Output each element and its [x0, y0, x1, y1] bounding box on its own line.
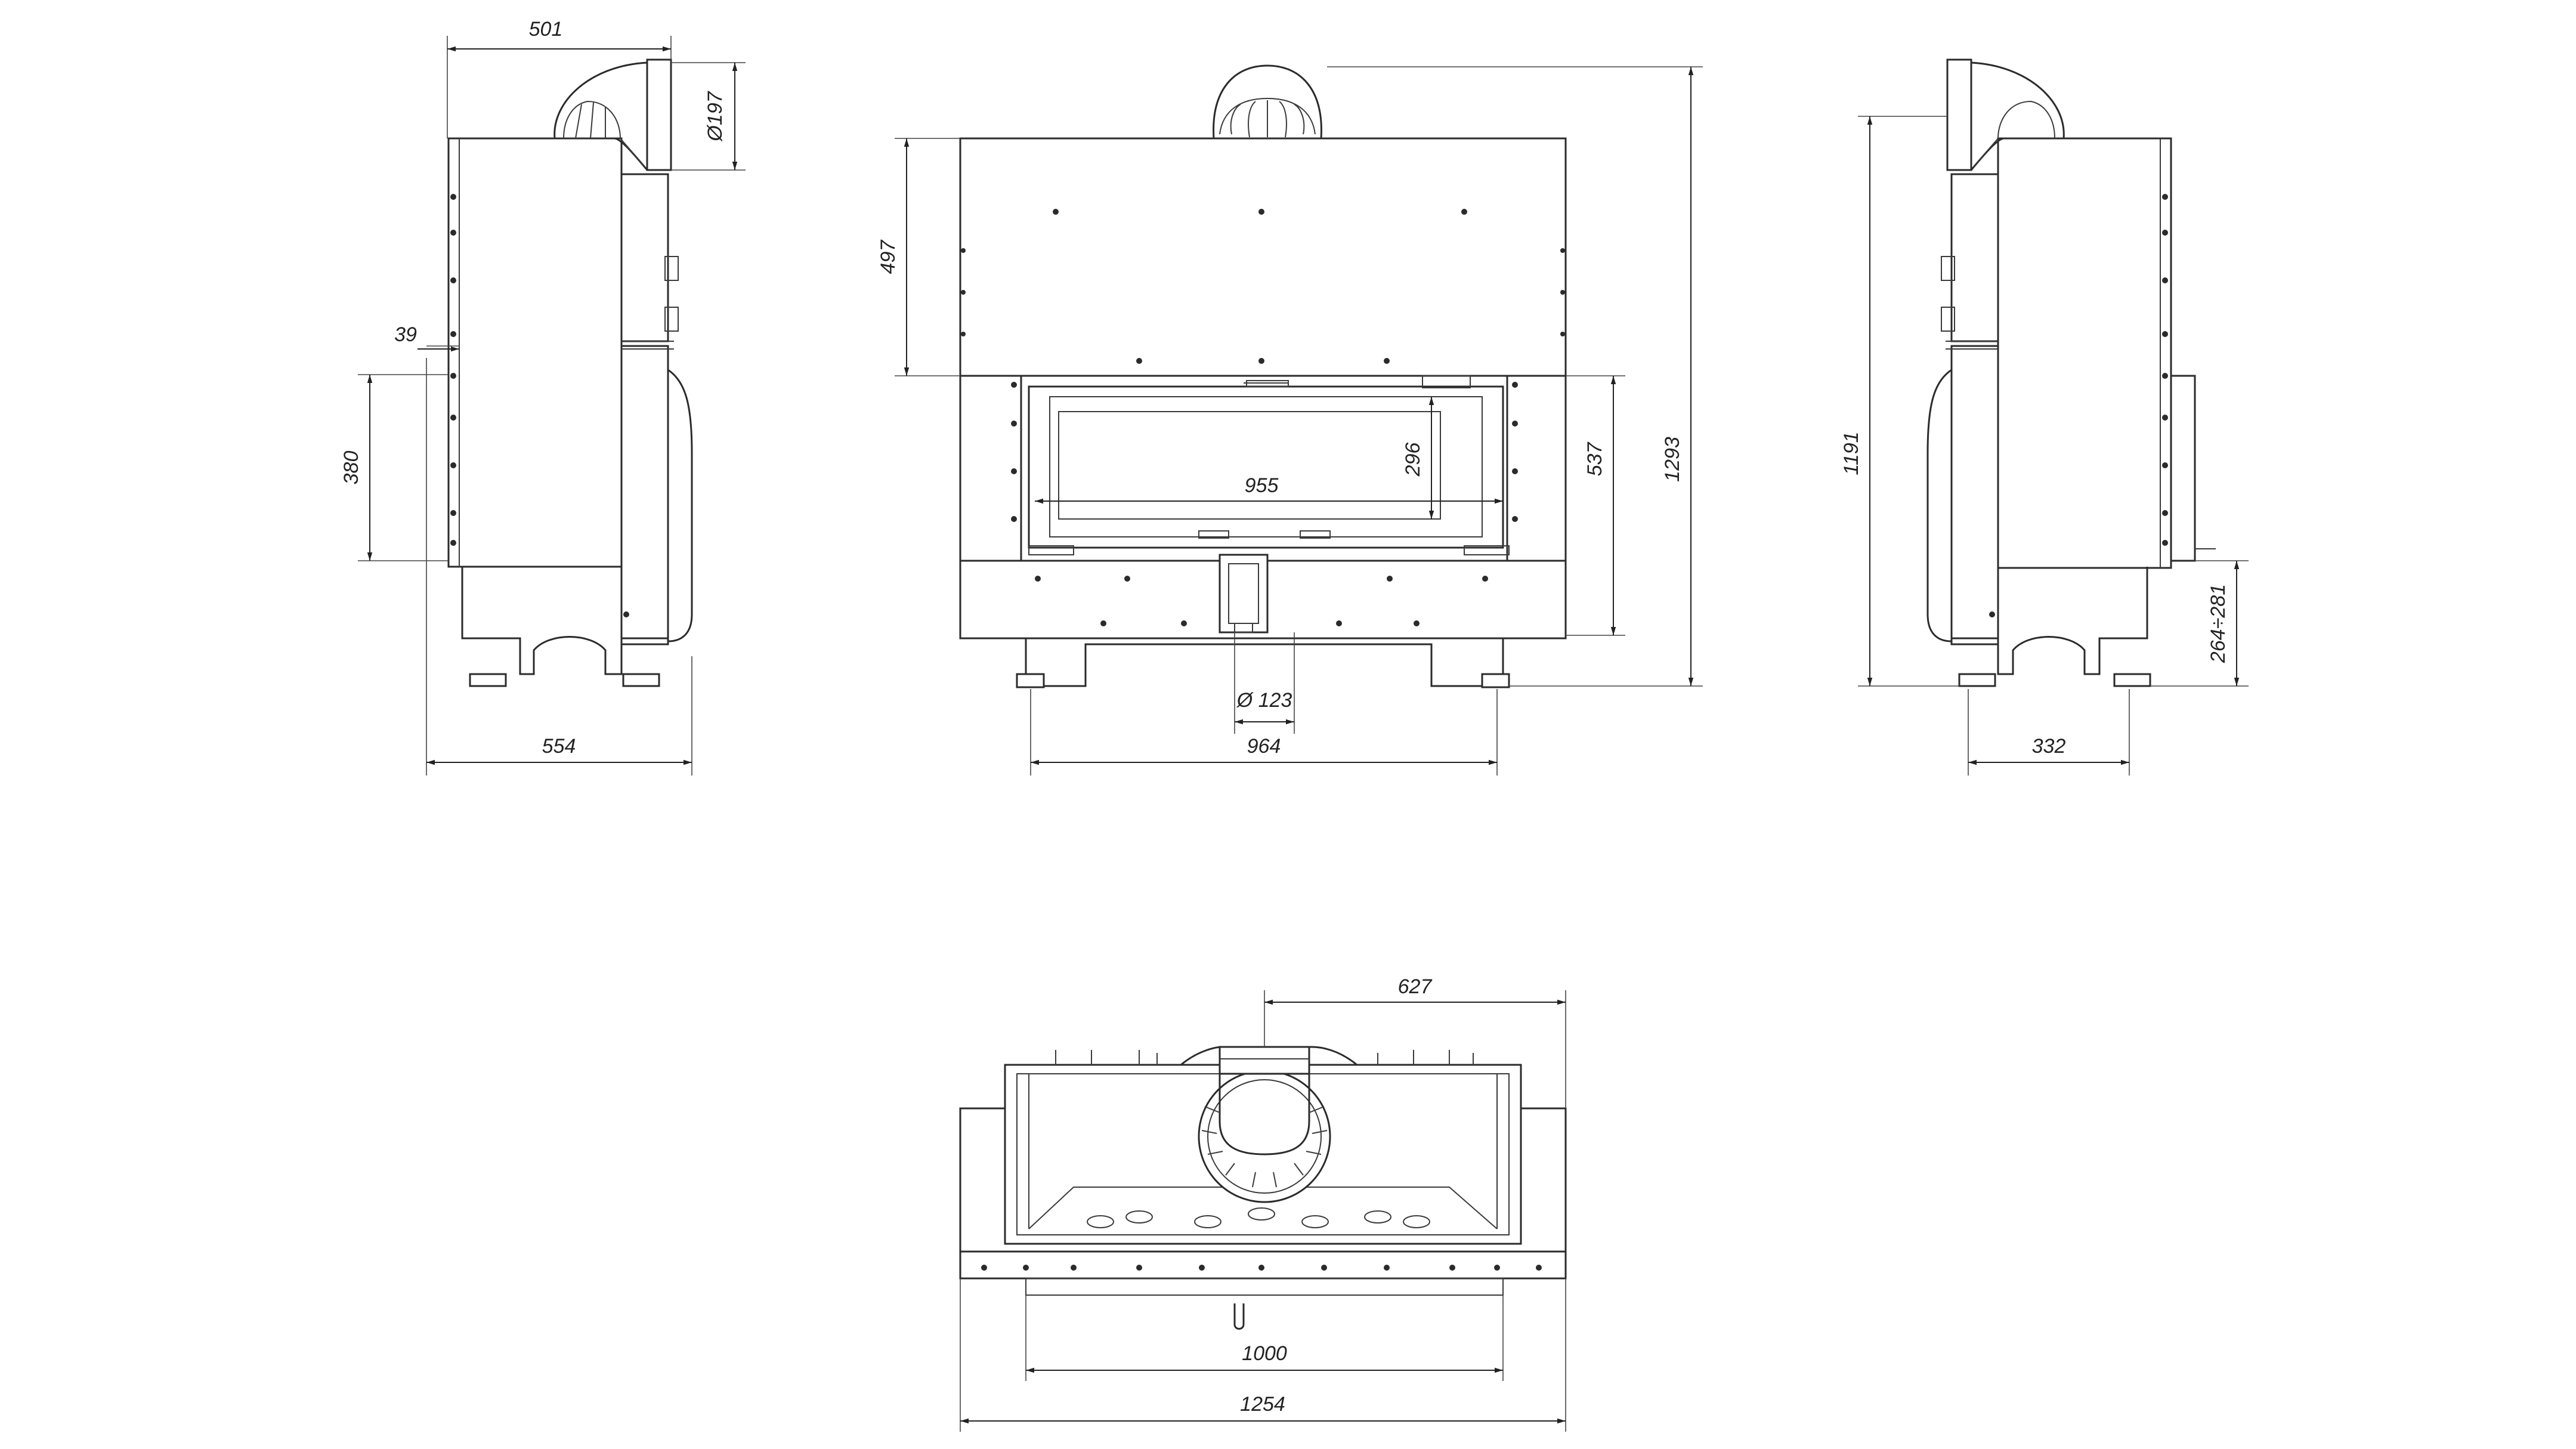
- side-view-right: 1191 264÷281 332: [1840, 58, 2249, 776]
- dim-total-height: 1293: [1661, 437, 1684, 482]
- dim-height-lower: 380: [340, 451, 363, 485]
- rivets-left: [450, 194, 629, 617]
- dim-window-height: 296: [1402, 443, 1424, 477]
- dim-offset: 39: [394, 323, 417, 346]
- outlets: [1087, 1207, 1430, 1228]
- top-bolts: [1055, 1050, 1474, 1065]
- top-view: 627 1000 1254: [959, 975, 1567, 1432]
- dim-window-width: 955: [1245, 474, 1279, 497]
- dim-inner-width: 1000: [1242, 1342, 1287, 1365]
- dim-depth: 554: [542, 735, 576, 758]
- side-view-left: 501 Ø197 39 380 554: [340, 18, 746, 776]
- dim-adjust-range: 264÷281: [2207, 584, 2229, 663]
- dome-ribs: [1230, 100, 1305, 138]
- rivets-right: [1989, 194, 2168, 617]
- rivets-front: [961, 209, 1565, 626]
- dim-top-depth: 501: [529, 18, 563, 41]
- dim-total-width: 1254: [1240, 1393, 1285, 1416]
- flue-ring-ribs: [1201, 1106, 1328, 1188]
- dim-air-inlet-diameter: Ø 123: [1236, 689, 1292, 712]
- dim-width: 964: [1247, 735, 1281, 758]
- strip-rivets: [981, 1265, 1542, 1271]
- dim-foot-spacing: 332: [2032, 735, 2066, 758]
- dim-top-height: 497: [877, 240, 899, 274]
- front-view: 497 955 296 537 1293 Ø 123 964: [877, 64, 1703, 776]
- dim-height: 1191: [1840, 431, 1863, 475]
- dim-door-height: 537: [1584, 442, 1606, 477]
- dim-flue-diameter: Ø197: [704, 91, 726, 141]
- dim-flue-offset: 627: [1398, 975, 1433, 998]
